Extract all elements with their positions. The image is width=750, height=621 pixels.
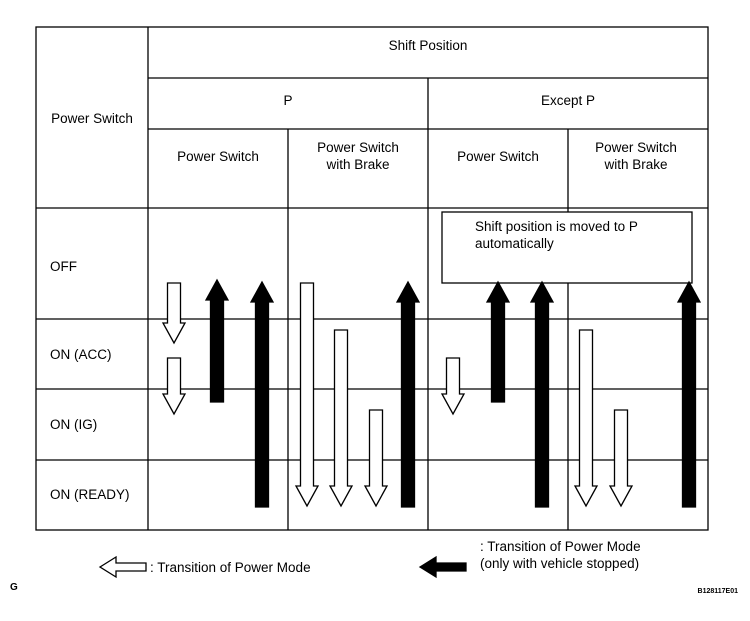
black-transition-arrow (395, 280, 421, 508)
col-header-p-brake-line1: Power Switch (317, 140, 399, 155)
header-shift-position: Shift Position (389, 38, 468, 53)
black-transition-arrow (249, 280, 275, 508)
col-header-p-power-switch: Power Switch (177, 149, 259, 164)
white-transition-arrow (573, 329, 599, 508)
white-transition-arrow (161, 282, 187, 345)
legend-black-label-line1: : Transition of Power Mode (480, 539, 641, 554)
row-label-on-ig: ON (IG) (50, 417, 97, 432)
note-line-1: Shift position is moved to P (475, 219, 638, 234)
legend-black-label-line2: (only with vehicle stopped) (480, 556, 639, 571)
white-transition-arrow (440, 357, 466, 416)
note-line-2: automatically (475, 236, 554, 251)
black-transition-arrow (485, 280, 511, 403)
header-p: P (283, 93, 292, 108)
black-arrow-legend-icon (418, 555, 467, 579)
table-border (35, 26, 709, 531)
white-transition-arrow (294, 282, 320, 508)
row-label-off: OFF (50, 259, 77, 274)
table-grid (35, 26, 709, 531)
col-header-p-brake-line2: with Brake (325, 157, 389, 172)
row-label-on-ready: ON (READY) (50, 487, 130, 502)
white-transition-arrow (328, 329, 354, 508)
black-transition-arrow (529, 280, 555, 508)
row-label-on-acc: ON (ACC) (50, 347, 112, 362)
col-header-exceptp-power-switch: Power Switch (457, 149, 539, 164)
legend-white-label: : Transition of Power Mode (150, 560, 311, 575)
white-transition-arrow (608, 409, 634, 508)
col-header-exceptp-brake-line2: with Brake (603, 157, 667, 172)
col-header-exceptp-brake-line1: Power Switch (595, 140, 677, 155)
black-transition-arrow (204, 278, 230, 403)
row-header-power-switch: Power Switch (51, 111, 133, 126)
header-except-p: Except P (541, 93, 595, 108)
white-transition-arrow (363, 409, 389, 508)
footer-code: G (10, 582, 18, 593)
transition-arrows (161, 278, 702, 508)
white-arrow-legend-icon (98, 555, 147, 579)
figure-id: B128117E01 (698, 588, 739, 595)
black-transition-arrow (676, 280, 702, 508)
note-box (441, 211, 693, 284)
white-transition-arrow (161, 357, 187, 416)
